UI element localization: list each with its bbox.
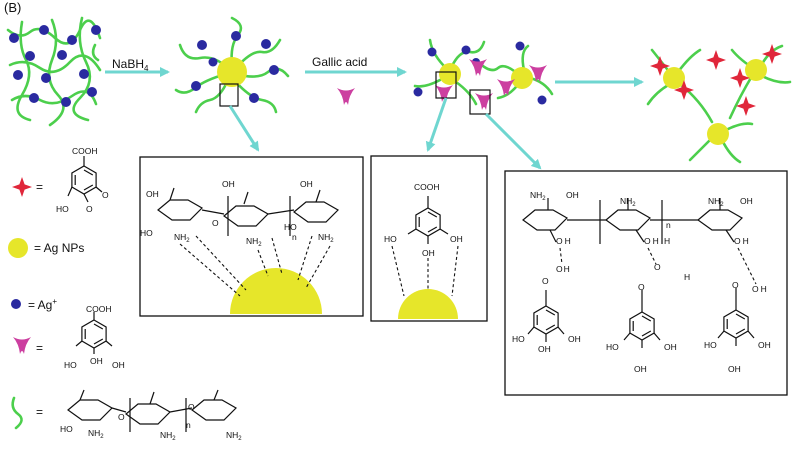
zoom-box-3 [469,89,491,115]
zoom-panel-gallic-ag: COOH HO OH OH [370,155,488,322]
ga-legend-oh1: OH [90,356,103,366]
legend-ag-ion-label: = Ag+ [28,297,57,312]
legend-chito-o1: O [118,412,125,422]
legend-eq-2: = [36,341,43,355]
z3-ga2-h: H [684,272,690,282]
ga-legend-ho: HO [64,360,77,370]
z1-n: n [292,232,297,242]
z3-ga2-o2: O [654,262,661,272]
legend-chito-nh2-2: NH2 [160,430,176,442]
z2-ho: HO [384,234,397,244]
legend-eq-3: = [36,405,43,419]
legend-chain-icon [11,396,23,430]
z3-ga2-o: O [638,282,645,292]
z3-oh-top2: OH [740,196,753,206]
zoom-box-1 [219,83,239,107]
final-ag-nps [646,44,792,164]
quinone-structure [67,156,103,203]
legend-eq-1: = [36,180,43,194]
z3-ga3-ho: HO [704,340,717,350]
legend-chito-ho: HO [60,424,73,434]
ag-np-capped [174,16,290,114]
quinone-o2: O [102,190,109,200]
z3-ga1-o: O [542,276,549,286]
z1-nh2-1: NH2 [174,232,190,244]
legend-chitosan-structure [67,389,237,432]
panel-label: (B) [4,0,21,15]
z3-ga3-oh2: OH [758,340,771,350]
z2-oh2: OH [450,234,463,244]
zoom-arrow-2 [425,97,448,152]
quinone-cooh: COOH [72,146,98,156]
legend-ag-ion-icon [11,299,21,309]
quinone-ho: HO [56,204,69,214]
z2-cooh: COOH [414,182,440,192]
gallic-acid-icon [337,88,355,105]
quinone-o1: O [86,204,93,214]
z3-ga1-oh2: OH [568,334,581,344]
legend-triangle-icon [13,337,31,354]
z3-oh-top1: OH [566,190,579,200]
zoom-arrow-1 [228,105,260,152]
z1-oh1: OH [146,189,159,199]
z1-nh2-2: NH2 [246,236,262,248]
ag-ion-dots-network [9,25,101,107]
z3-ga1-oh: OH [556,264,570,274]
legend-ag-np-icon [8,238,28,258]
ga-legend-oh2: OH [112,360,125,370]
z3-h-mid: H [664,236,670,246]
legend-chito-n: n [186,420,191,430]
reagent-nabh4: NaBH4 [112,57,149,73]
z2-oh1: OH [422,248,435,258]
legend-ag-nps-label: = Ag NPs [34,241,84,255]
z3-ga2-oh2: OH [664,342,677,352]
reagent-gallic-acid: Gallic acid [312,55,367,69]
z1-oh3: OH [300,179,313,189]
z3-ga1-oh3: OH [538,344,551,354]
z3-ga3-oh3: OH [728,364,741,374]
ag-np-gallic-stage [413,38,554,115]
z3-nh2-1: NH2 [530,190,546,202]
z3-nh2-2: NH2 [620,196,636,208]
legend: = COOH HO O O = Ag NPs = Ag+ COOH HO OH … [8,146,242,442]
legend-star-icon [12,177,32,197]
z1-o1: O [212,218,219,228]
z1-nh2-3: NH2 [318,232,334,244]
gallic-acid-structure [75,312,113,354]
ga-legend-cooh: COOH [86,304,112,314]
z3-ga2-ho: HO [606,342,619,352]
z3-n: n [666,220,671,230]
z1-ho2: HO [284,222,297,232]
z3-ga3-o: O [732,280,739,290]
zoom-arrow-3 [484,112,542,170]
z3-ga1-ho: HO [512,334,525,344]
z1-ho1: HO [140,228,153,238]
zoom-panel-chitosan-ag: OH OH OH HO O HO NH2 NH2 NH2 n [139,156,364,317]
legend-chito-nh2-1: NH2 [88,428,104,440]
legend-chito-nh2-3: NH2 [226,430,242,442]
z3-ga2-oh3: OH [634,364,647,374]
legend-chito-o2: O [188,402,195,412]
z1-oh2: OH [222,179,235,189]
z3-nh2-3: NH2 [708,196,724,208]
